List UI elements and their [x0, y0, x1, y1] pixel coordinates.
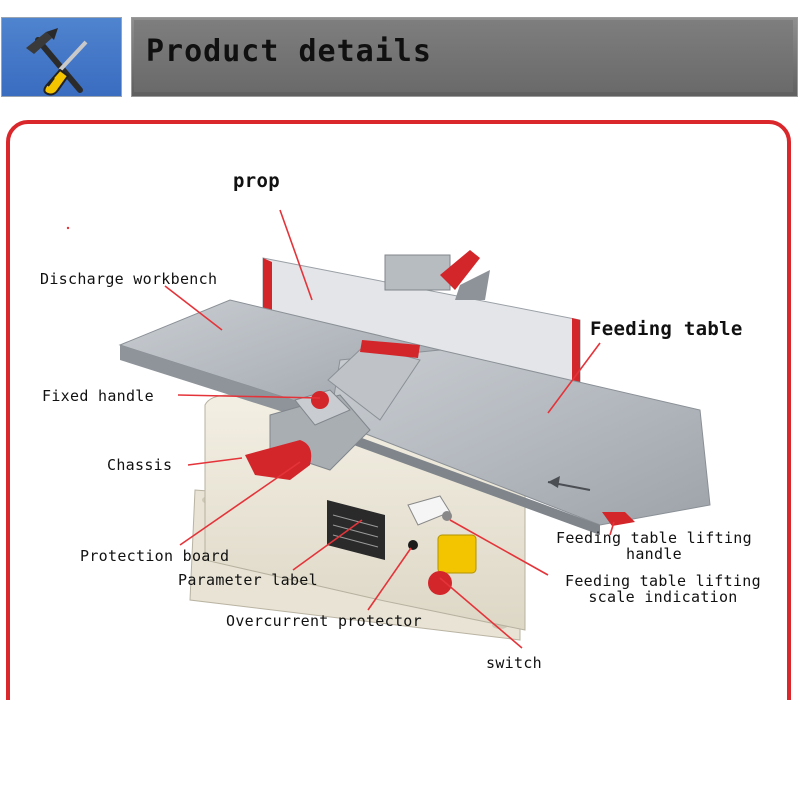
title-bar: Product details — [131, 17, 798, 97]
leader-lines — [164, 209, 615, 649]
table-edge-front — [340, 430, 600, 535]
fence-bracket — [384, 254, 451, 291]
tools-icon-box — [1, 17, 122, 97]
scale-knob — [442, 511, 452, 521]
label-line: scale indication — [588, 588, 738, 606]
overcurrent-button — [408, 540, 418, 550]
label-line: handle — [626, 545, 682, 563]
page-title: Product details — [146, 34, 432, 69]
label-prop: prop — [233, 170, 280, 192]
guard-arm — [327, 344, 421, 421]
label-feeding-table: Feeding table — [590, 318, 743, 340]
hammer-screwdriver-icon — [26, 28, 88, 96]
label-parameter-label: Parameter label — [178, 571, 318, 589]
guard-clip — [360, 340, 420, 358]
frame-bottom-mask — [0, 700, 800, 800]
label-chassis: Chassis — [107, 456, 173, 474]
switch-stop-button — [428, 571, 452, 595]
fixed-handle-knob — [311, 391, 329, 409]
switch-box — [437, 534, 477, 574]
fence-clamp — [455, 270, 490, 300]
stray-dot — [66, 226, 70, 230]
label-protection-board: Protection board — [80, 547, 230, 565]
label-overcurrent-protector: Overcurrent protector — [226, 612, 422, 630]
label-line: Feeding table lifting — [565, 572, 761, 590]
label-fixed-handle: Fixed handle — [42, 387, 154, 405]
label-feeding-table-lifting-scale: Feeding table lifting scale indication — [550, 573, 776, 605]
label-switch: switch — [486, 654, 542, 672]
label-feeding-table-lifting-handle: Feeding table lifting handle — [541, 530, 767, 562]
label-discharge-workbench: Discharge workbench — [40, 270, 218, 288]
label-line: Feeding table lifting — [556, 529, 752, 547]
fence-edge — [263, 258, 272, 322]
table-edge — [120, 345, 340, 430]
protection-board-handle — [245, 440, 312, 480]
lifting-handle — [602, 512, 635, 526]
fence-lever — [440, 250, 480, 290]
